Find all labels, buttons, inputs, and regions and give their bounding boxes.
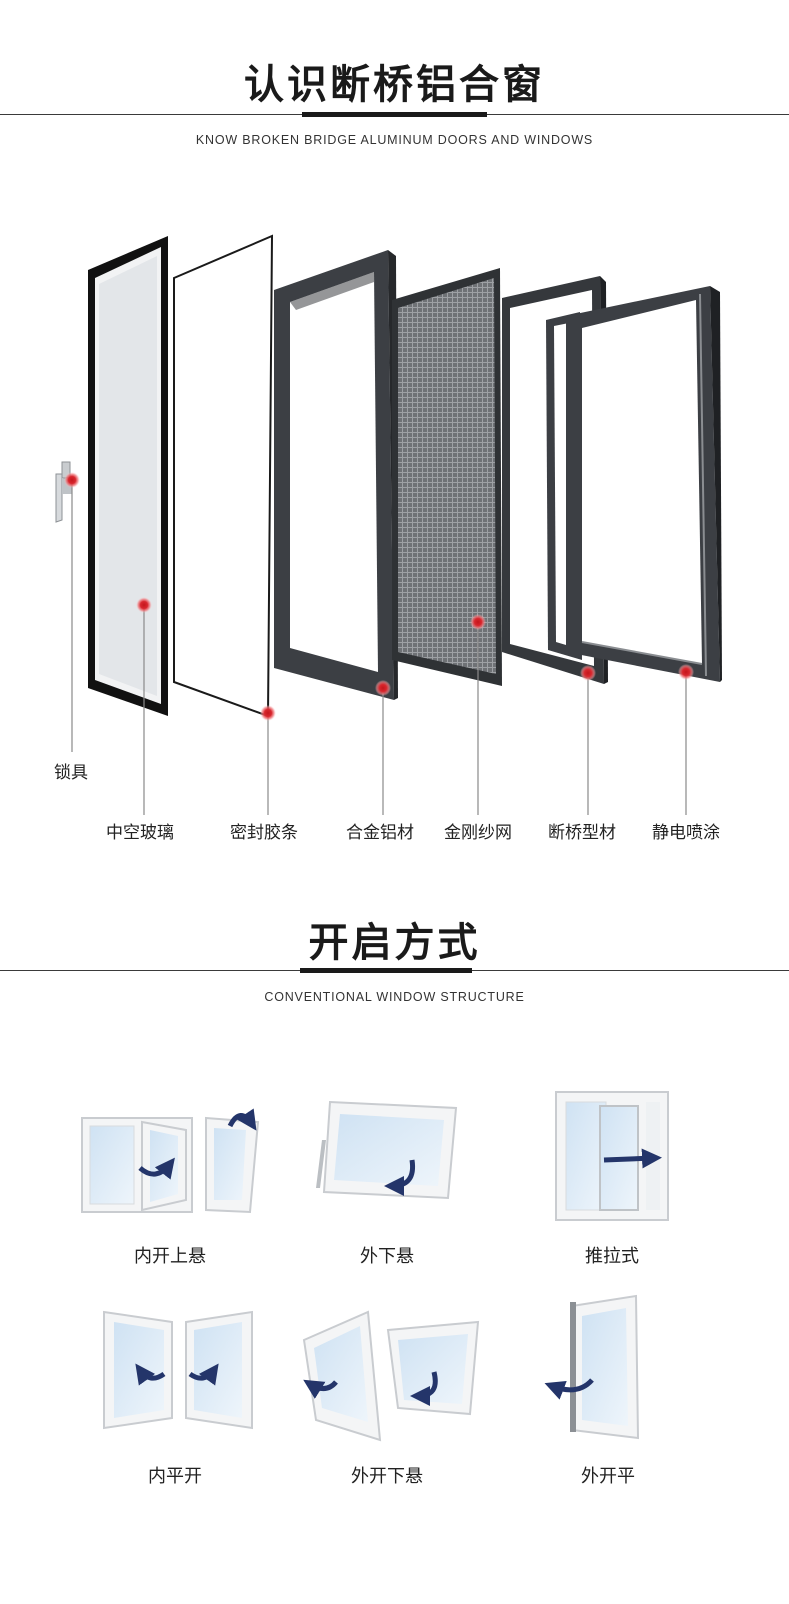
component-markers xyxy=(64,472,694,721)
mode-label-inward-casement: 内平开 xyxy=(148,1466,202,1487)
section-subtitle-opening-modes: CONVENTIONAL WINDOW STRUCTURE xyxy=(264,990,525,1004)
title-divider-accent-2 xyxy=(300,968,472,973)
label-alloy-aluminum: 合金铝材 xyxy=(346,823,414,843)
exploded-window-diagram xyxy=(55,234,722,815)
marker-spray xyxy=(678,664,694,680)
label-lock: 锁具 xyxy=(54,763,88,783)
outer-frame-electrostatic xyxy=(566,286,722,682)
mode-label-inward-top-hung: 内开上悬 xyxy=(134,1246,206,1267)
marker-lock xyxy=(64,472,80,488)
mode-label-outward-casement: 外开平 xyxy=(581,1466,635,1487)
label-sealing-strip: 密封胶条 xyxy=(230,823,298,843)
section-title-opening-modes: 开启方式 xyxy=(308,920,481,966)
marker-glass xyxy=(136,597,152,613)
sliding-window-icon xyxy=(555,1091,669,1221)
mode-label-sliding: 推拉式 xyxy=(585,1246,639,1267)
marker-bridge xyxy=(580,665,596,681)
label-electrostatic-spray: 静电喷涂 xyxy=(652,823,720,843)
inward-casement-window-icon xyxy=(103,1310,253,1430)
marker-mesh xyxy=(470,614,486,630)
title-divider-accent xyxy=(302,112,487,117)
mode-label-outward-bottom-hung: 外下悬 xyxy=(360,1246,414,1267)
inward-top-hung-window-icon xyxy=(81,1108,260,1214)
leader-lines xyxy=(71,480,687,815)
section-title-structure: 认识断桥铝合窗 xyxy=(244,62,545,108)
section-subtitle-structure: KNOW BROKEN BRIDGE ALUMINUM DOORS AND WI… xyxy=(195,133,594,147)
hollow-glass-panel xyxy=(88,236,168,716)
outward-bottom-hung-window-icon xyxy=(316,1100,458,1200)
outward-open-bottom-hung-window-icon xyxy=(302,1310,480,1442)
diamond-mesh-screen xyxy=(392,268,502,686)
marker-seal xyxy=(260,705,276,721)
label-hollow-glass: 中空玻璃 xyxy=(106,823,174,843)
mode-label-outward-open-bottom-hung: 外开下悬 xyxy=(351,1466,423,1487)
label-broken-bridge: 断桥型材 xyxy=(548,823,616,843)
label-diamond-mesh: 金刚纱网 xyxy=(444,823,512,843)
outward-casement-window-icon xyxy=(544,1294,640,1440)
marker-alloy xyxy=(375,680,391,696)
